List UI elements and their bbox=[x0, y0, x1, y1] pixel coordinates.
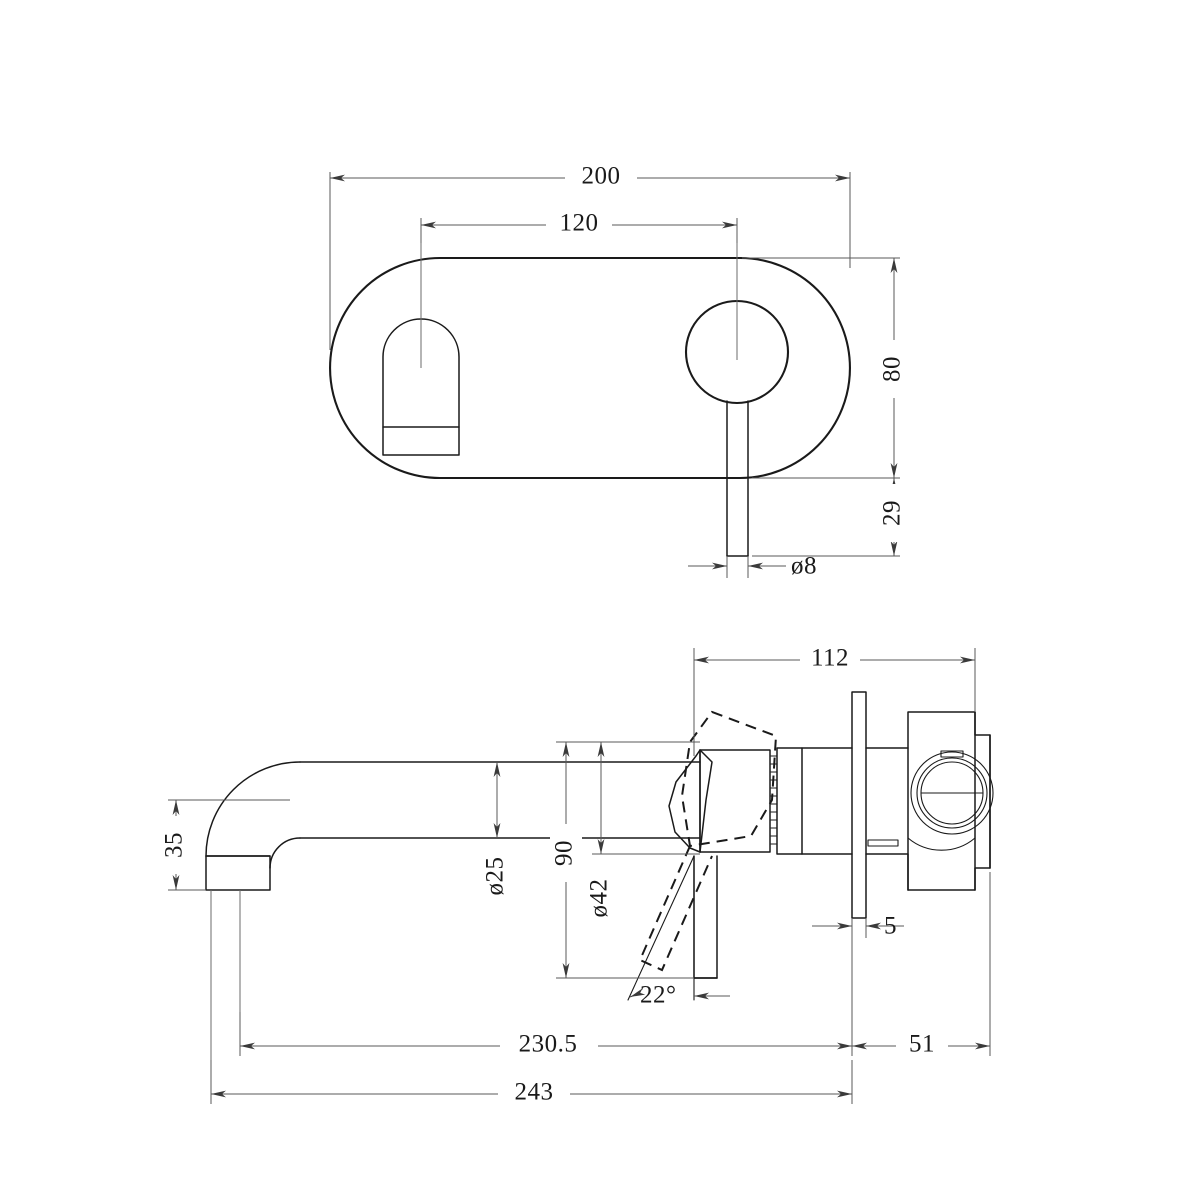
dim-80-label: 80 bbox=[879, 356, 906, 382]
dim-200-text-bg bbox=[565, 162, 637, 194]
dim-35-text-bg bbox=[160, 816, 192, 874]
cartridge-mid-ring bbox=[916, 757, 988, 829]
dim-243-label: 243 bbox=[515, 1079, 554, 1106]
body-skirt-arc bbox=[907, 837, 976, 851]
handle-lever-solid bbox=[668, 749, 701, 853]
dim-112-label: 112 bbox=[811, 645, 849, 672]
dim-29-label: 29 bbox=[879, 500, 906, 526]
dim-112-text-bg bbox=[800, 644, 860, 676]
valve-body-rear-outline bbox=[907, 711, 976, 891]
dim-22deg-label: 22° bbox=[640, 982, 677, 1009]
dim-d25-label: ø25 bbox=[482, 857, 509, 896]
angle-ref-line-vertical bbox=[627, 855, 695, 1001]
dim-120-label: 120 bbox=[560, 210, 599, 237]
spout-elbow-outer bbox=[205, 761, 301, 857]
faceplate-outline bbox=[328, 256, 852, 480]
dim-51-label: 51 bbox=[909, 1031, 935, 1058]
valve-sleeve-collar bbox=[776, 747, 803, 855]
dim-90-text-bg bbox=[550, 824, 582, 882]
dim-22deg-arc bbox=[629, 988, 646, 998]
spout-nozzle-block bbox=[205, 855, 271, 891]
body-side-tab bbox=[867, 839, 899, 847]
dim-90-label: 90 bbox=[551, 840, 578, 866]
spout-elbow-inner bbox=[269, 837, 301, 869]
handle-lever-rotated bbox=[680, 710, 778, 848]
valve-sleeve-body bbox=[699, 749, 771, 853]
dim-120-text-bg bbox=[546, 209, 612, 241]
handle-lever-solid-face bbox=[699, 749, 713, 853]
valve-barrel bbox=[801, 747, 853, 855]
dim-51-text-bg bbox=[896, 1030, 948, 1062]
wall-flange-plate bbox=[851, 691, 867, 919]
dim-2305-label: 230.5 bbox=[519, 1031, 578, 1058]
dim-200-label: 200 bbox=[582, 163, 621, 190]
dim-5-label: 5 bbox=[884, 913, 897, 940]
side-view-group: 35 ø25 90 ø42 112 5 22° 2 bbox=[160, 644, 994, 1110]
dim-d42-label: ø42 bbox=[586, 879, 613, 918]
dim-80-text-bg bbox=[878, 340, 910, 398]
spout-outlet-outline bbox=[382, 318, 460, 456]
handle-stem bbox=[726, 400, 749, 557]
cartridge-outer-ring bbox=[910, 751, 994, 835]
dim-d8-label: ø8 bbox=[791, 553, 817, 580]
dim-35-label: 35 bbox=[161, 832, 188, 858]
top-view-group: 200 120 80 29 ø8 bbox=[328, 162, 910, 580]
dim-2305-text-bg bbox=[500, 1030, 598, 1062]
valve-body-rear bbox=[865, 711, 991, 891]
handle-paddle bbox=[693, 855, 718, 979]
dim-29-text-bg bbox=[878, 484, 910, 542]
dim-243-text-bg bbox=[498, 1078, 570, 1110]
cartridge-top-tab bbox=[940, 750, 964, 758]
handle-paddle-rotated bbox=[638, 845, 713, 972]
